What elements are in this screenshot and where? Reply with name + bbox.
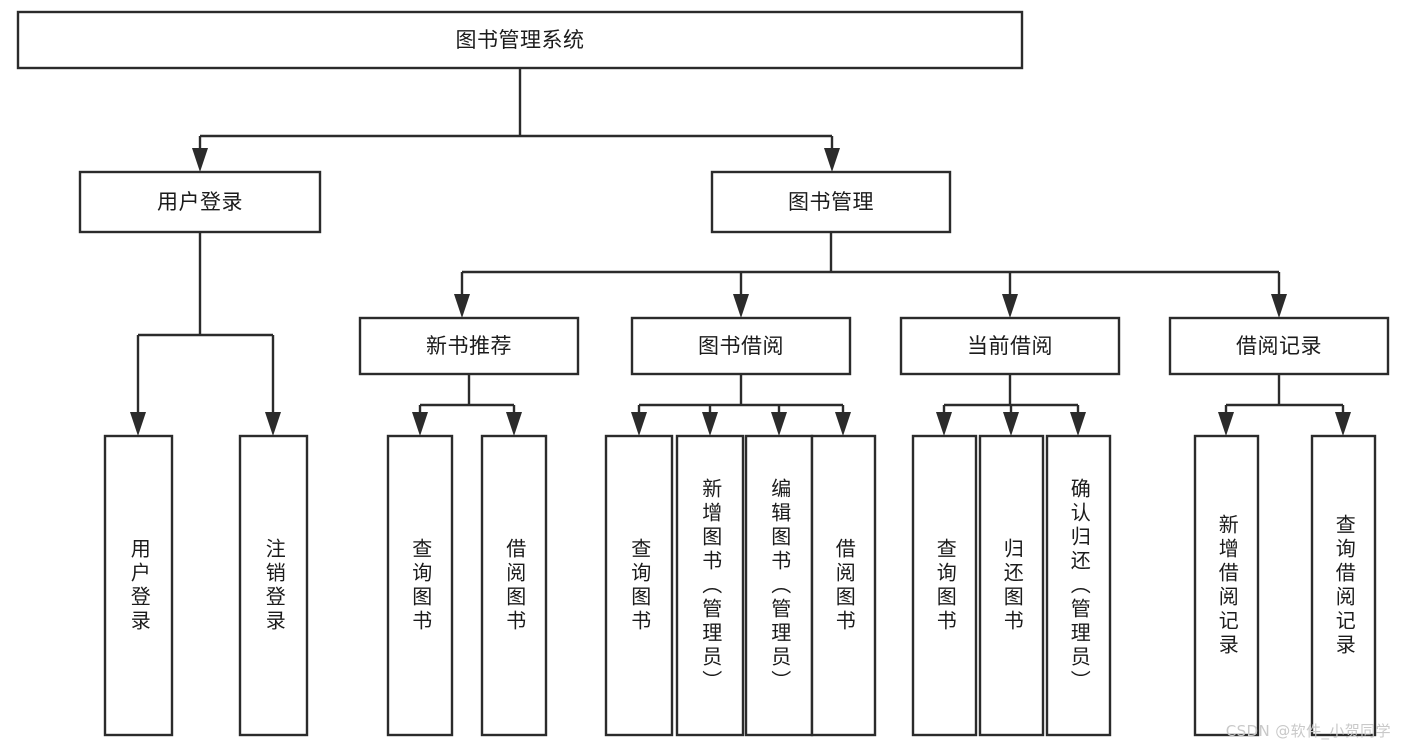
- arrowhead-leaf-add-book: [702, 412, 718, 436]
- edge-root-to-level1: [192, 68, 840, 172]
- arrowhead-leaf-borrow-book-2: [835, 412, 851, 436]
- arrowhead-book-manage: [824, 148, 840, 172]
- node-box-borrow-record[interactable]: [1168, 316, 1390, 376]
- node-box-leaf-query-record[interactable]: [1310, 434, 1377, 737]
- arrowhead-new-book-rec: [454, 294, 470, 318]
- node-box-leaf-query-book-3[interactable]: [911, 434, 978, 737]
- edge-new-book-rec-to-leaves: [412, 374, 522, 436]
- arrowhead-leaf-query-record: [1335, 412, 1351, 436]
- node-box-leaf-query-book-1[interactable]: [386, 434, 454, 737]
- edge-borrow-record-to-leaves: [1218, 374, 1351, 436]
- node-box-leaf-user-login[interactable]: [103, 434, 174, 737]
- arrowhead-leaf-borrow-book-1: [506, 412, 522, 436]
- arrowhead-user-login: [192, 148, 208, 172]
- arrowhead-leaf-logout: [265, 412, 281, 436]
- arrowhead-leaf-add-record: [1218, 412, 1234, 436]
- node-box-leaf-borrow-book-2[interactable]: [810, 434, 877, 737]
- arrowhead-leaf-query-book-1: [412, 412, 428, 436]
- arrowhead-borrow-record: [1271, 294, 1287, 318]
- node-box-leaf-query-book-2[interactable]: [604, 434, 674, 737]
- node-box-root[interactable]: [16, 10, 1024, 70]
- node-box-book-borrow[interactable]: [630, 316, 852, 376]
- arrowhead-leaf-user-login: [130, 412, 146, 436]
- node-box-leaf-edit-book[interactable]: [744, 434, 814, 737]
- node-box-leaf-add-book[interactable]: [675, 434, 745, 737]
- node-box-book-manage[interactable]: [710, 170, 952, 234]
- watermark: CSDN @软件_小贺同学: [1225, 722, 1391, 740]
- arrowhead-leaf-confirm-return: [1070, 412, 1086, 436]
- edge-book-manage-to-level2: [454, 232, 1287, 318]
- edge-user-login-to-leaves: [130, 232, 281, 436]
- edge-current-borrow-to-leaves: [936, 374, 1086, 436]
- node-box-current-borrow[interactable]: [899, 316, 1121, 376]
- edge-book-borrow-to-leaves: [631, 374, 851, 436]
- arrowhead-book-borrow: [733, 294, 749, 318]
- node-box-leaf-add-record[interactable]: [1193, 434, 1260, 737]
- node-box-leaf-borrow-book-1[interactable]: [480, 434, 548, 737]
- arrowhead-leaf-query-book-2: [631, 412, 647, 436]
- node-box-leaf-return-book[interactable]: [978, 434, 1045, 737]
- arrowhead-leaf-query-book-3: [936, 412, 952, 436]
- arrowhead-leaf-return-book: [1003, 412, 1019, 436]
- arrowhead-current-borrow: [1002, 294, 1018, 318]
- node-box-leaf-logout[interactable]: [238, 434, 309, 737]
- node-box-new-book-rec[interactable]: [358, 316, 580, 376]
- node-box-leaf-confirm-return[interactable]: [1045, 434, 1112, 737]
- node-box-user-login[interactable]: [78, 170, 322, 234]
- arrowhead-leaf-edit-book: [771, 412, 787, 436]
